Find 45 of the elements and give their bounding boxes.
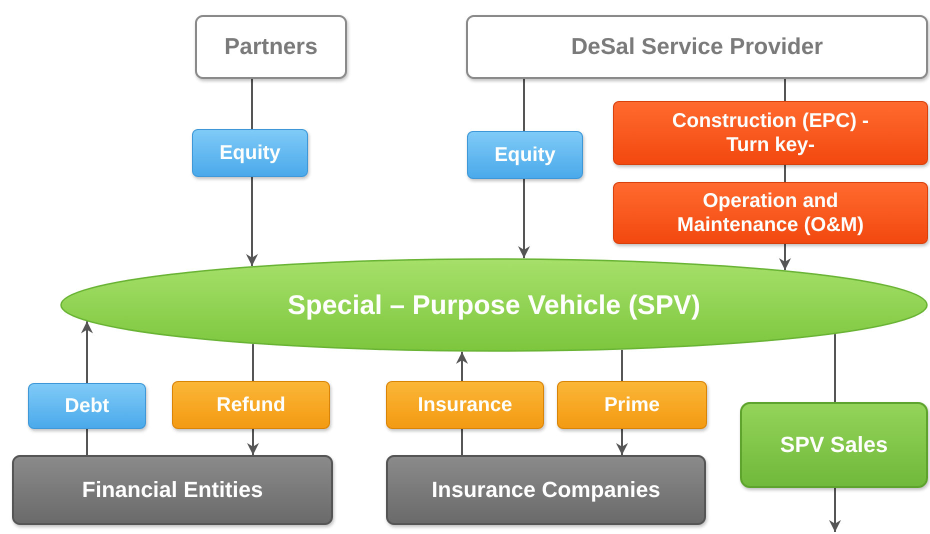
node-label: Partners — [224, 33, 318, 61]
node-label: Financial Entities — [82, 476, 263, 504]
connector-line — [784, 165, 786, 182]
arrow — [518, 179, 530, 258]
arrow — [247, 429, 259, 455]
node-label: Insurance Companies — [432, 476, 660, 504]
flow-label-box — [172, 381, 330, 429]
flow-label-box — [386, 381, 544, 429]
node-label: Special – Purpose Vehicle (SPV) — [288, 288, 700, 322]
arrow — [81, 321, 93, 383]
connector-line — [251, 79, 253, 129]
arrow — [829, 488, 841, 532]
node-label: Debt — [64, 394, 110, 418]
node-label: Operation and Maintenance (O&M) — [676, 189, 865, 237]
connector-line — [461, 429, 463, 455]
node-label: Equity — [494, 143, 556, 167]
node-label: Equity — [219, 141, 281, 165]
node-label: DeSal Service Provider — [571, 33, 823, 61]
arrow — [779, 244, 791, 270]
arrow — [616, 429, 628, 455]
connector-line — [252, 344, 254, 381]
entity-box — [12, 455, 333, 525]
connector-line — [86, 429, 88, 455]
connector-line — [621, 350, 623, 381]
flow-label-box — [28, 383, 146, 429]
party-box — [195, 15, 347, 79]
node-label: Refund — [216, 393, 286, 417]
node-label: Prime — [604, 393, 660, 417]
flow-label-box — [557, 381, 707, 429]
spv-ellipse — [60, 258, 928, 352]
flow-label-box — [467, 131, 583, 179]
party-box — [466, 15, 928, 79]
entity-box — [386, 455, 706, 525]
node-label: Insurance — [418, 393, 512, 417]
sales-box — [740, 402, 928, 488]
flow-label-box — [192, 129, 308, 177]
node-label: SPV Sales — [780, 432, 888, 458]
connector-line — [523, 79, 525, 131]
connector-line — [834, 334, 836, 402]
node-label: Construction (EPC) -Turn key- — [671, 109, 870, 157]
service-box — [613, 182, 928, 244]
service-box — [613, 101, 928, 165]
arrow — [456, 352, 468, 381]
arrow — [246, 177, 258, 266]
connector-line — [784, 79, 786, 101]
